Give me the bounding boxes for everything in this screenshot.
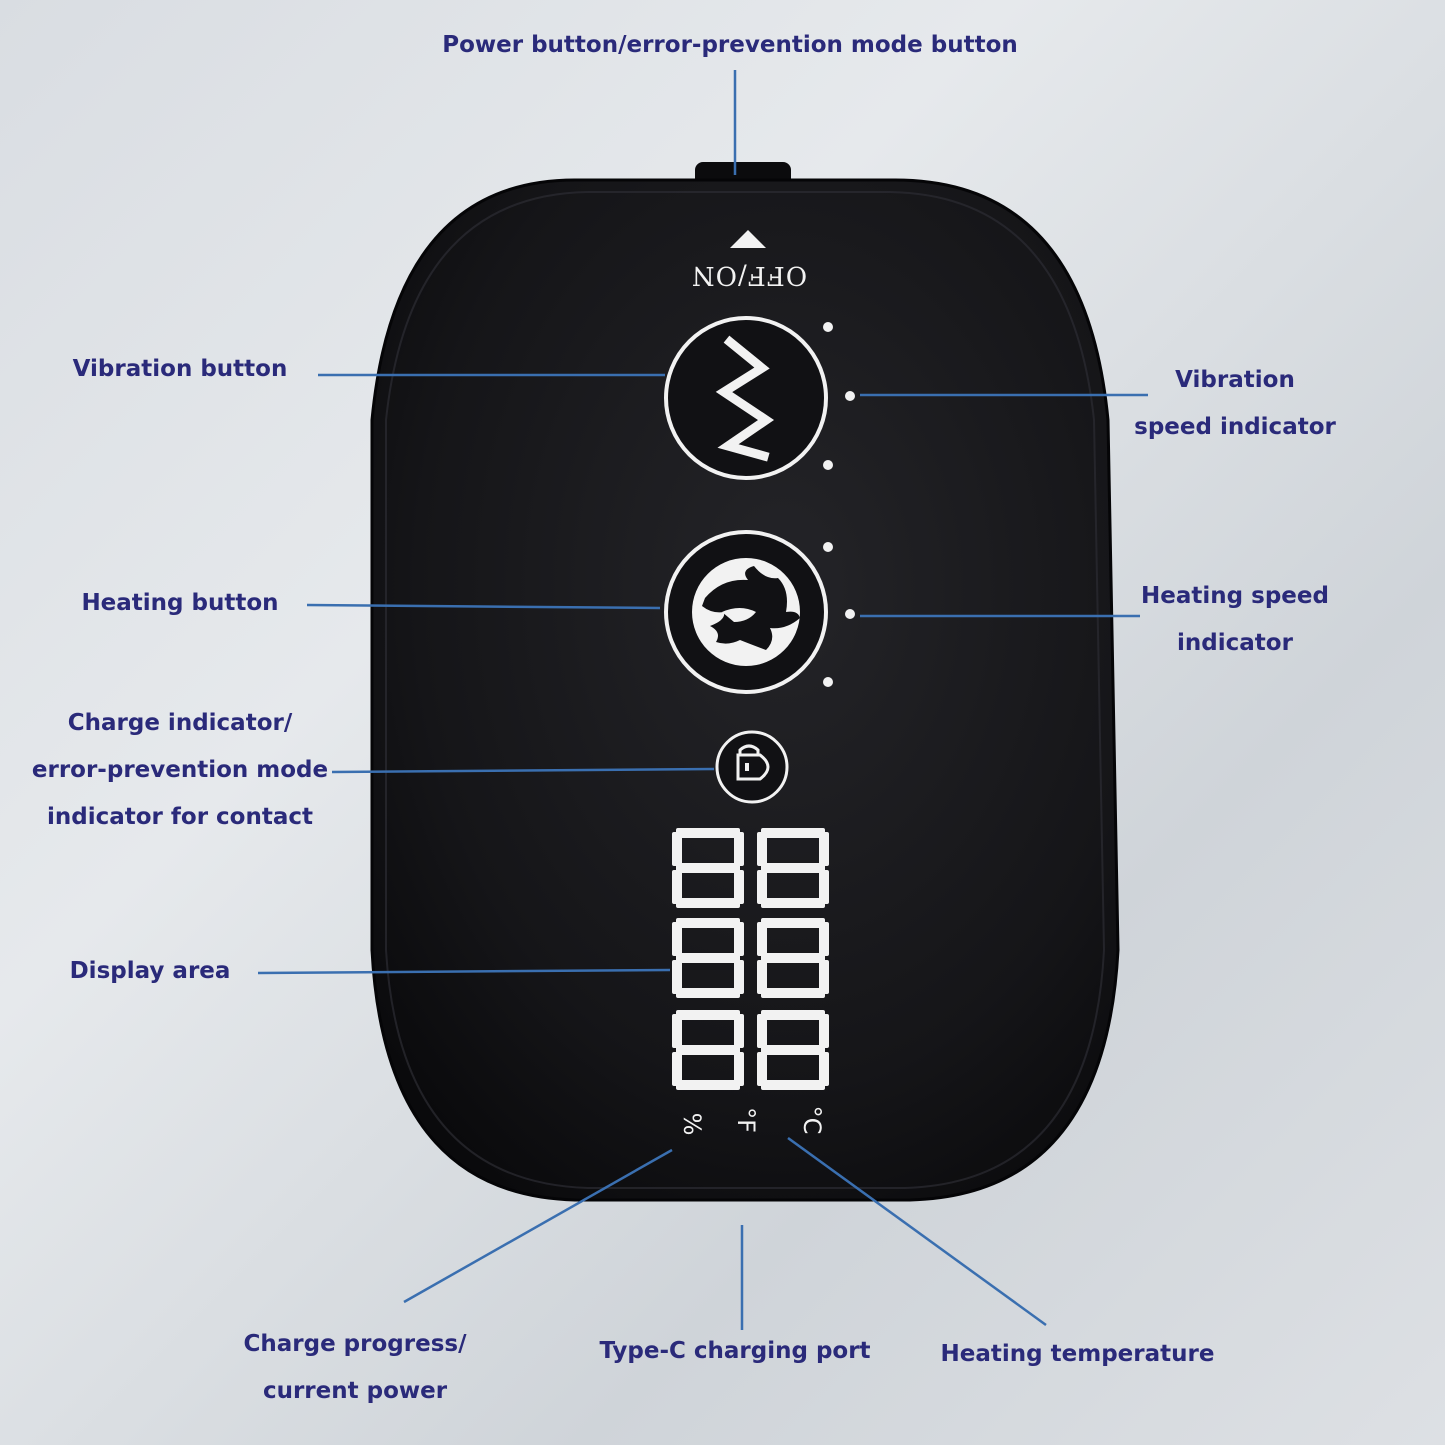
display-segment-r2-c0-s2: [676, 1080, 740, 1090]
lock-indicator: [715, 730, 789, 804]
vibration-dot-1: [823, 322, 833, 332]
display-segment-r2-c1-s6: [819, 1052, 829, 1086]
display-segment-r2-c1-s2: [761, 1080, 825, 1090]
label-vibration-button: Vibration button: [72, 356, 288, 382]
display-segment-r1-c0-s6: [734, 960, 744, 994]
display-segment-r1-c1-s3: [757, 922, 767, 956]
display-segment-r0-c1-s0: [761, 828, 825, 838]
display-segment-r1-c1-s0: [761, 918, 825, 928]
display-segment-r0-c1-s1: [761, 863, 825, 873]
display-segment-r0-c0-s1: [676, 863, 740, 873]
off-on-text: OFF/ON: [690, 260, 808, 290]
display-segment-r1-c0-s3: [672, 922, 682, 956]
display-segment-r2-c1-s5: [819, 1014, 829, 1048]
label-heating-temperature: Heating temperature: [940, 1341, 1215, 1367]
display-segment-r1-c1-s6: [819, 960, 829, 994]
heating-dot-2: [845, 609, 855, 619]
unit-celsius: °C: [798, 1105, 826, 1135]
unit-fahrenheit: °F: [732, 1107, 760, 1133]
display-segment-r2-c1-s4: [757, 1052, 767, 1086]
flame-icon: [702, 566, 800, 650]
label-charge-progress: Charge progress/ current power: [243, 1331, 467, 1404]
label-power-button: Power button/error-prevention mode butto…: [442, 32, 1018, 58]
arrow-up-icon: [730, 230, 766, 248]
display-segment-r1-c0-s0: [676, 918, 740, 928]
display-segment-r1-c1-s1: [761, 953, 825, 963]
zigzag-icon: [715, 335, 775, 462]
display-segment-r0-c1-s6: [819, 870, 829, 904]
display-segment-r1-c1-s5: [819, 922, 829, 956]
vibration-dot-2: [845, 391, 855, 401]
display-segment-r0-c0-s6: [734, 870, 744, 904]
display-segment-r0-c1-s4: [757, 870, 767, 904]
display-segment-r0-c0-s2: [676, 898, 740, 908]
display-segment-r2-c0-s6: [734, 1052, 744, 1086]
display-segment-r0-c1-s5: [819, 832, 829, 866]
label-charge-indicator: Charge indicator/ error-prevention mode …: [31, 710, 329, 830]
label-vibration-indicator: Vibration speed indicator: [1134, 367, 1336, 440]
display-segment-r2-c0-s0: [676, 1010, 740, 1020]
label-type-c-port: Type-C charging port: [599, 1338, 871, 1364]
display-segment-r0-c0-s3: [672, 832, 682, 866]
display-segment-r2-c0-s1: [676, 1045, 740, 1055]
label-heating-button: Heating button: [81, 590, 279, 616]
lock-icon: [736, 753, 770, 781]
unit-percent: %: [678, 1112, 706, 1136]
leader-lines: [257, 70, 1148, 1330]
display-segment-r0-c0-s5: [734, 832, 744, 866]
display-segment-r2-c0-s4: [672, 1052, 682, 1086]
display-segment-r2-c0-s5: [734, 1014, 744, 1048]
display-segment-r2-c1-s3: [757, 1014, 767, 1048]
display-segment-r2-c1-s0: [761, 1010, 825, 1020]
vibration-button[interactable]: [664, 316, 828, 480]
display-segment-r0-c1-s3: [757, 832, 767, 866]
label-heating-indicator: Heating speed indicator: [1141, 583, 1329, 656]
display-segment-r1-c1-s2: [761, 988, 825, 998]
heating-button[interactable]: [664, 530, 828, 694]
display-segment-r0-c0-s4: [672, 870, 682, 904]
display-segment-r0-c1-s2: [761, 898, 825, 908]
display-segment-r2-c0-s3: [672, 1014, 682, 1048]
display-segment-r1-c0-s1: [676, 953, 740, 963]
display-segment-r1-c1-s4: [757, 960, 767, 994]
label-display-area: Display area: [69, 958, 231, 984]
display-segment-r1-c0-s4: [672, 960, 682, 994]
display-segment-r1-c0-s2: [676, 988, 740, 998]
display-segment-r1-c0-s5: [734, 922, 744, 956]
seven-segment-display: [672, 828, 829, 1090]
vibration-dot-3: [823, 460, 833, 470]
heating-dot-3: [823, 677, 833, 687]
display-segment-r2-c1-s1: [761, 1045, 825, 1055]
heating-dot-1: [823, 542, 833, 552]
display-segment-r0-c0-s0: [676, 828, 740, 838]
